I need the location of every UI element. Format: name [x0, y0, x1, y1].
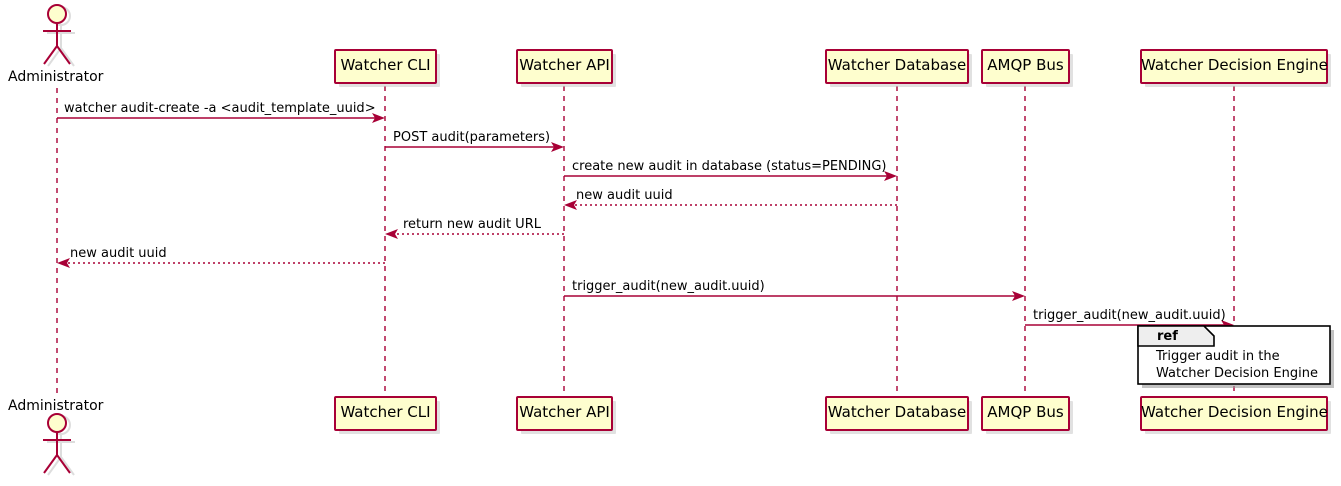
- message-arrow-7: [564, 291, 1025, 301]
- participant-box-watcher-decision-engine-bottom[interactable]: [1140, 396, 1328, 431]
- actor-head-icon: [47, 4, 67, 24]
- participant-box-watcher-cli-bottom[interactable]: [334, 396, 437, 431]
- message-label-1: watcher audit-create -a <audit_template_…: [64, 101, 376, 116]
- participant-label-amqp-bus-bottom[interactable]: AMQP Bus: [987, 403, 1064, 421]
- participant-label-watcher-api-bottom[interactable]: Watcher API: [519, 403, 610, 421]
- message-label-5: return new audit URL: [403, 217, 541, 232]
- actor-administrator-top: [43, 4, 75, 67]
- participant-label-watcher-decision-engine[interactable]: Watcher Decision Engine: [1141, 56, 1328, 74]
- participant-box-watcher-api-bottom[interactable]: [516, 396, 613, 431]
- participant-box-watcher-api[interactable]: [516, 49, 613, 84]
- ref-block-tab-label: ref: [1157, 329, 1178, 344]
- participant-label-amqp-bus[interactable]: AMQP Bus: [987, 56, 1064, 74]
- actor-leg-right: [56, 45, 71, 65]
- message-arrow-5: [385, 229, 564, 239]
- message-arrow-2: [385, 142, 564, 152]
- ref-block-line-2: Watcher Decision Engine: [1156, 366, 1318, 381]
- participant-box-watcher-cli[interactable]: [334, 49, 437, 84]
- participant-label-watcher-database-bottom[interactable]: Watcher Database: [827, 403, 967, 421]
- participant-label-watcher-cli-bottom[interactable]: Watcher CLI: [340, 403, 431, 421]
- message-label-3: create new audit in database (status=PEN…: [572, 159, 887, 174]
- actor-label-administrator-top: Administrator: [8, 69, 104, 85]
- actor-shadow: [47, 415, 75, 476]
- participant-label-watcher-decision-engine-bottom[interactable]: Watcher Decision Engine: [1141, 403, 1328, 421]
- participant-box-watcher-database-bottom[interactable]: [825, 396, 969, 431]
- message-label-8: trigger_audit(new_audit.uuid): [1033, 308, 1226, 323]
- lifelines: [56, 86, 1235, 398]
- ref-block: [1137, 325, 1334, 388]
- actor-leg-left: [43, 454, 58, 474]
- ref-block-line-1: Trigger audit in the: [1156, 349, 1280, 364]
- message-arrow-1: [57, 113, 385, 123]
- participant-box-watcher-database[interactable]: [825, 49, 969, 84]
- participant-label-watcher-cli[interactable]: Watcher CLI: [340, 56, 431, 74]
- participant-box-watcher-decision-engine[interactable]: [1140, 49, 1328, 84]
- message-arrow-3: [564, 171, 897, 181]
- message-arrow-4: [564, 200, 897, 210]
- participant-boxes-bottom: [334, 396, 1331, 434]
- actor-label-administrator-bottom: Administrator: [8, 398, 104, 414]
- participant-boxes-top: [334, 49, 1331, 87]
- message-arrows: [57, 113, 1234, 330]
- actor-head-icon: [47, 413, 67, 433]
- actor-leg-left: [43, 45, 58, 65]
- actor-administrator-bottom: [43, 413, 75, 476]
- participant-box-amqp-bus-bottom[interactable]: [981, 396, 1070, 431]
- participant-label-watcher-database[interactable]: Watcher Database: [827, 56, 967, 74]
- ref-tab: [1137, 325, 1215, 347]
- message-label-2: POST audit(parameters): [393, 130, 551, 145]
- actor-leg-right: [56, 454, 71, 474]
- participant-label-watcher-api[interactable]: Watcher API: [519, 56, 610, 74]
- message-arrow-6: [57, 258, 385, 268]
- message-label-6: new audit uuid: [70, 246, 167, 261]
- message-label-7: trigger_audit(new_audit.uuid): [572, 279, 765, 294]
- participant-box-amqp-bus[interactable]: [981, 49, 1070, 84]
- message-label-4: new audit uuid: [576, 188, 673, 203]
